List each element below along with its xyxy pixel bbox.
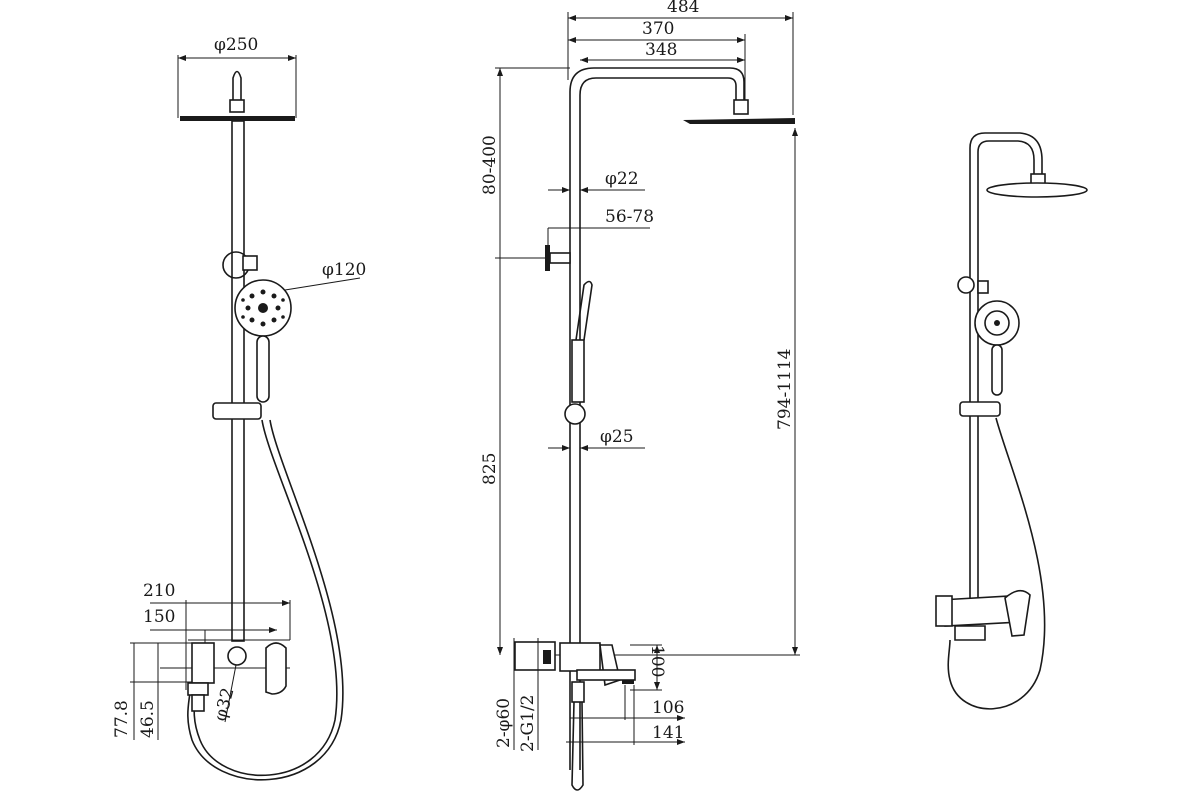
persp-slide-holder	[959, 401, 1001, 417]
shower-rod	[231, 120, 245, 642]
dim-bracket-depth: 56-78	[605, 207, 654, 227]
wall-flange	[514, 641, 556, 671]
dim-spout-106: 106	[652, 698, 684, 718]
persp-spout	[954, 625, 986, 641]
side-view: 484 370 348 80-400 825 φ22 56-78 φ25 794…	[480, 0, 800, 791]
dim-height-77-8: 77.8	[112, 700, 132, 738]
dim-mixer-150: 150	[143, 607, 175, 627]
persp-rod-and-arm	[977, 140, 1035, 600]
dim-tube-diameter: φ25	[600, 427, 634, 447]
dim-head-diameter: φ250	[214, 35, 258, 55]
dim-hand-shower-diameter: φ120	[322, 260, 366, 280]
perspective-view	[935, 132, 1088, 710]
side-hand-shower	[575, 280, 593, 341]
shower-arm	[232, 70, 242, 105]
persp-rain-head	[986, 182, 1088, 198]
dim-mixer-210: 210	[143, 581, 175, 601]
side-hose	[571, 701, 584, 791]
side-slide-holder	[564, 403, 586, 425]
left-inlet	[191, 642, 215, 684]
side-rod-and-arm	[579, 77, 737, 770]
rain-shower-head	[180, 116, 295, 121]
persp-bracket	[957, 276, 975, 294]
slide-holder	[212, 402, 262, 420]
persp-hose	[947, 417, 1046, 710]
dim-arm-reach: 370	[642, 19, 674, 39]
side-mixer-body	[559, 642, 601, 672]
dim-knob-diameter: φ32	[211, 686, 239, 724]
side-spout	[576, 669, 636, 681]
side-rain-head	[683, 118, 795, 124]
front-view: φ250 φ120 210 150	[112, 35, 366, 781]
dim-height-46-5: 46.5	[138, 700, 158, 738]
diverter-knob	[227, 646, 247, 666]
dim-lower-height: 825	[480, 453, 500, 485]
dim-arm-inner: 348	[645, 40, 677, 60]
dim-top-adjust: 80-400	[480, 135, 500, 195]
dim-mixer-height: 100	[647, 645, 667, 677]
dim-rod-diameter: φ22	[605, 169, 639, 189]
dim-spout-141: 141	[652, 723, 684, 743]
hand-shower-handle	[256, 335, 270, 403]
wall-mount-plate	[545, 245, 550, 271]
dim-flange: 2-φ60	[494, 698, 514, 748]
dim-thread: 2-G1/2	[518, 695, 538, 753]
hose	[187, 419, 344, 781]
persp-lever	[1004, 589, 1031, 637]
dim-total-reach: 484	[667, 0, 699, 17]
dim-overall-height: 794-1114	[775, 349, 795, 430]
mixer-lever	[265, 642, 287, 695]
